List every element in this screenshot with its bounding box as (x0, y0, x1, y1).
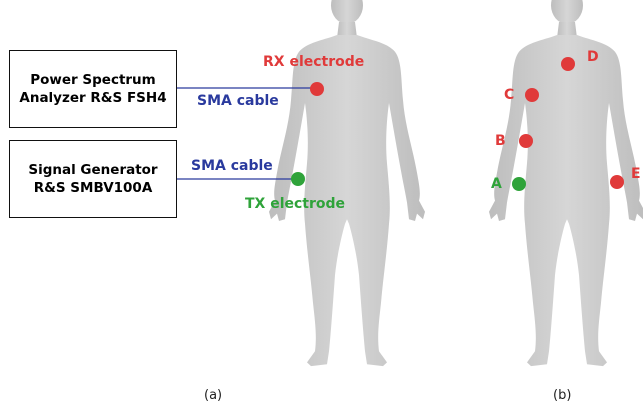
power-spectrum-analyzer-box: Power Spectrum Analyzer R&S FSH4 (9, 50, 177, 128)
tx-electrode-label: TX electrode (245, 196, 346, 212)
rx-electrode-label: RX electrode (263, 54, 365, 70)
point-c-label: C (504, 87, 515, 103)
caption-b: (b) (553, 388, 572, 403)
point-a-dot (512, 177, 526, 191)
point-b-dot (519, 134, 533, 148)
analyzer-line2: Analyzer R&S FSH4 (19, 90, 167, 106)
point-e-dot (610, 175, 624, 189)
tx-electrode-dot (291, 172, 305, 186)
rx-cable-label: SMA cable (197, 93, 279, 109)
generator-line2: R&S SMBV100A (33, 180, 153, 196)
point-d-dot (561, 57, 575, 71)
point-a-label: A (491, 176, 502, 192)
signal-generator-box: Signal Generator R&S SMBV100A (9, 140, 177, 218)
analyzer-line1: Power Spectrum (30, 72, 156, 88)
point-e-label: E (631, 166, 641, 182)
point-b-label: B (495, 133, 506, 149)
rx-electrode-dot (310, 82, 324, 96)
point-d-label: D (587, 49, 599, 65)
tx-cable-label: SMA cable (191, 158, 273, 174)
point-c-dot (525, 88, 539, 102)
generator-line1: Signal Generator (28, 162, 158, 178)
caption-a: (a) (204, 388, 223, 403)
